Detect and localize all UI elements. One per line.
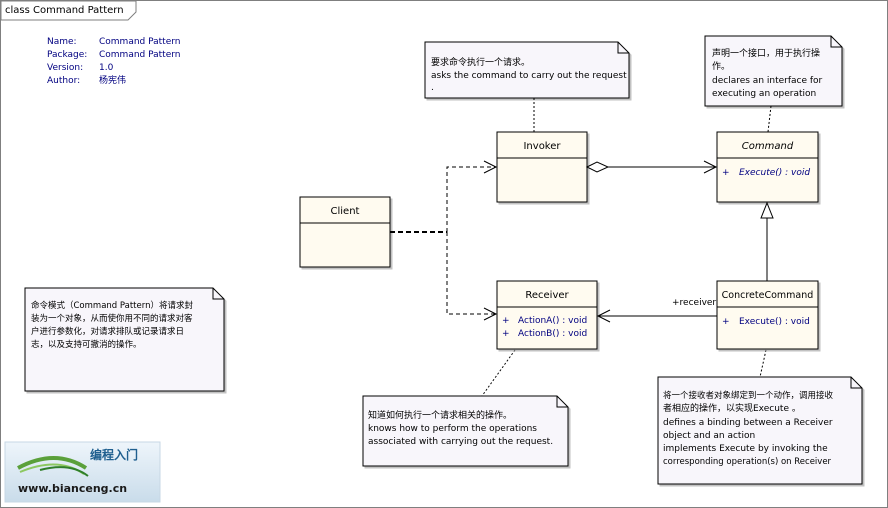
receiver-association[interactable] [596,309,717,323]
receiver-class-box[interactable] [496,280,598,350]
invoker-class-name: Invoker [523,141,561,152]
client-class-box[interactable] [299,196,391,268]
command-note-line-1: 声明一个接口，用于执行操 [712,49,821,59]
watermark-url: www.bianceng.cn [18,482,128,495]
concrete-command-class-name: ConcreteCommand [721,290,814,301]
receiver-op-a-visibility: + [502,316,510,326]
frame-title: class Command Pattern [5,5,124,16]
client-dependencies[interactable] [390,160,498,321]
concrete-note-line-4: object and an action [663,431,756,441]
concrete-note-line-3: defines a binding between a Receiver [663,418,833,428]
concrete-command-op-execute: Execute() : void [739,317,810,327]
meta-name-value: Command Pattern [99,37,181,47]
meta-author-value: 杨宪伟 [99,76,127,86]
pattern-note-line-2: 装为一个对象，从而使你用不同的请求对客 [31,314,193,324]
frame-title-tab [0,0,137,21]
command-op-execute: Execute() : void [739,168,811,178]
invoker-note-line-1: 要求命令执行一个请求。 [431,58,531,68]
command-class-box[interactable] [716,131,819,203]
concrete-command-class-box[interactable] [716,280,819,350]
meta-name-label: Name: [47,37,77,47]
watermark-brand: 编程入门 [90,448,139,462]
meta-version-label: Version: [47,63,84,73]
concrete-note-line-5: implements Execute by invoking the [663,444,828,454]
generalization-arrow[interactable] [760,201,774,281]
command-note-line-3: declares an interface for [712,76,823,86]
command-op-visibility: + [722,168,730,178]
receiver-note-line-2: knows how to perform the operations [368,424,537,434]
pattern-note-line-4: 志，以及支持可撤消的操作。 [31,340,142,350]
invoker-note-line-3: . [431,83,434,93]
receiver-role-label: +receiver [672,298,717,308]
concrete-note-line-2: 者相应的操作，以实现Execute 。 [663,404,801,414]
concrete-note-line-6: corresponding operation(s) on Receiver [663,457,832,467]
command-note-line-4: executing an operation [712,89,817,99]
meta-author-label: Author: [47,76,81,86]
invoker-command-aggregation[interactable] [585,160,718,174]
receiver-class-name: Receiver [525,290,569,301]
command-note[interactable] [704,35,843,107]
meta-package-value: Command Pattern [99,50,181,60]
pattern-note-line-3: 户进行参数化，对请求排队或记录请求日 [31,327,185,337]
receiver-note[interactable] [362,395,569,467]
client-class-name: Client [330,206,360,217]
receiver-note-line-1: 知道如何执行一个请求相关的操作。 [368,411,513,421]
meta-version-value: 1.0 [99,63,114,73]
concrete-command-note[interactable] [657,376,863,485]
concrete-note-line-1: 将一个接收者对象绑定到一个动作，调用接收 [663,391,834,401]
concrete-command-op-visibility: + [722,317,730,327]
command-note-line-2: 作。 [712,62,731,72]
watermark-logo [4,441,161,503]
pattern-note[interactable] [24,287,225,392]
meta-package-label: Package: [47,50,88,60]
receiver-op-b-visibility: + [502,329,510,339]
receiver-op-action-a: ActionA() : void [518,316,588,326]
receiver-note-line-3: associated with carrying out the request… [368,437,554,447]
invoker-note-line-2: asks the command to carry out the reques… [431,71,627,81]
pattern-note-line-1: 命令模式（Command Pattern）将请求封 [31,301,193,311]
invoker-note[interactable] [424,41,630,99]
command-class-name: Command [741,141,794,152]
note-anchors [481,98,772,397]
receiver-op-action-b: ActionB() : void [518,329,588,339]
